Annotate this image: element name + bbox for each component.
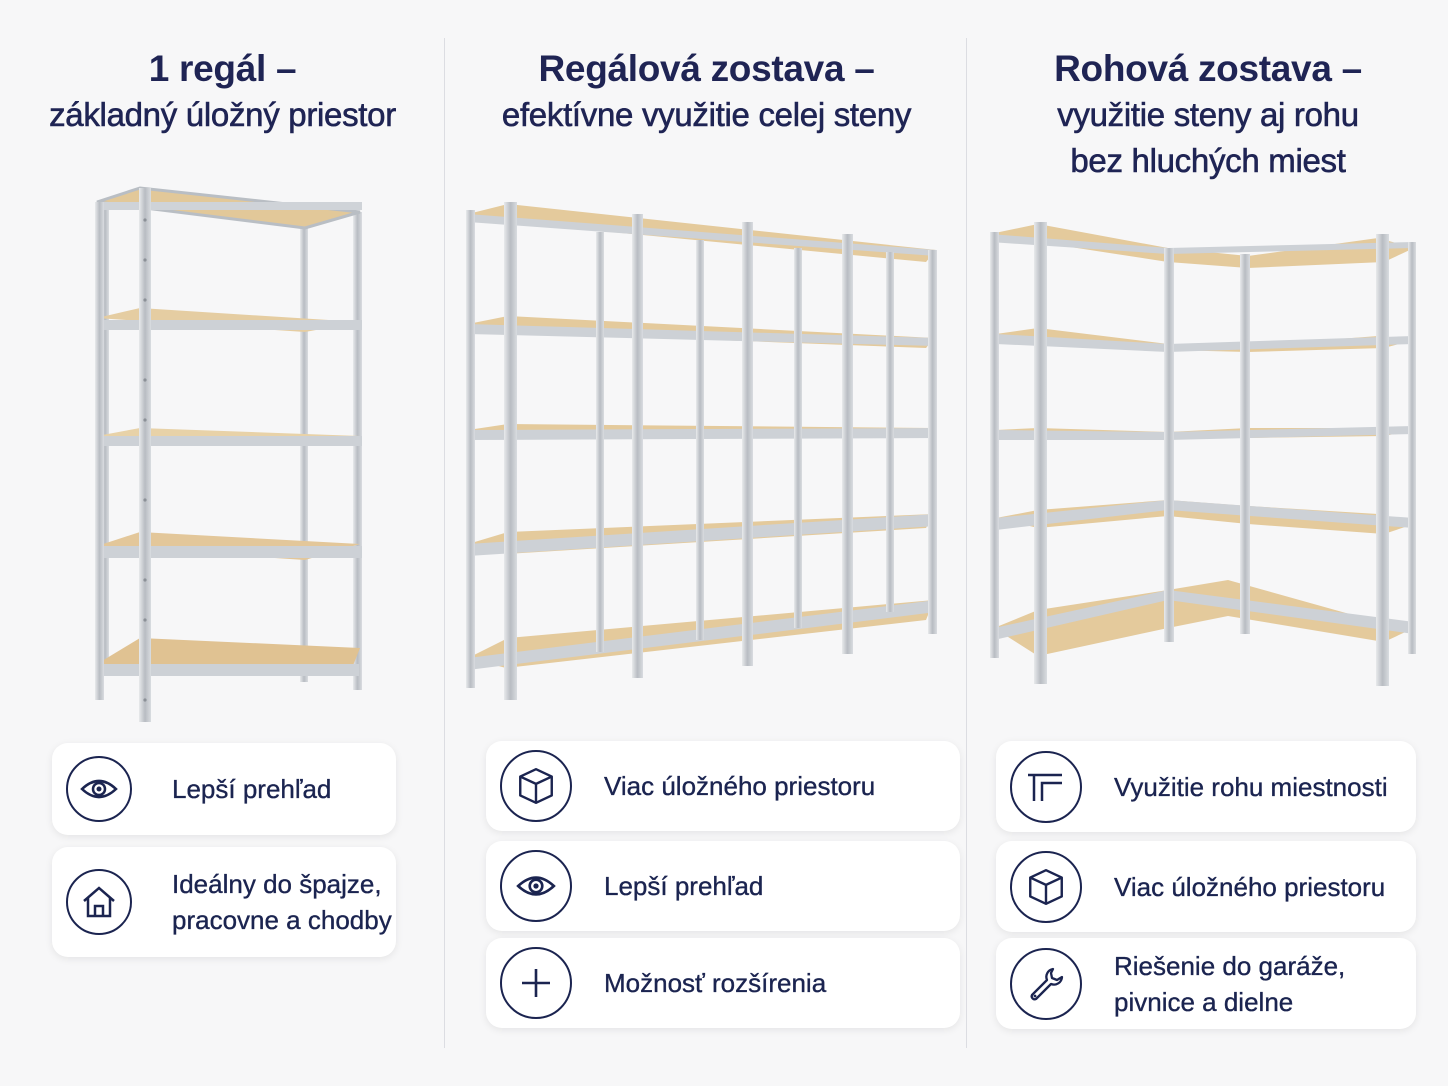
column-title: Rohová zostava – využitie steny aj rohu … bbox=[1054, 48, 1362, 179]
feature-card: Ideálny do špajze, pracovne a chodby bbox=[52, 847, 396, 957]
feature-card: Možnosť rozšírenia bbox=[486, 938, 960, 1028]
feature-label: Využitie rohu miestnosti bbox=[1114, 771, 1388, 802]
feature-card: Riešenie do garáže, pivnice a dielne bbox=[996, 938, 1416, 1029]
feature-label: Ideálny do špajze, pracovne a chodby bbox=[172, 869, 392, 935]
feature-label: Riešenie do garáže, pivnice a dielne bbox=[1114, 950, 1346, 1017]
box-icon bbox=[1010, 850, 1082, 923]
feature-card: Lepší prehľad bbox=[52, 743, 396, 835]
wrench-icon bbox=[1010, 947, 1082, 1020]
feature-label: Viac úložného priestoru bbox=[1114, 871, 1386, 902]
feature-card: Viac úložného priestoru bbox=[486, 741, 960, 831]
house-icon bbox=[66, 869, 132, 935]
shelf-set-column: Regálová zostava – efektívne využitie ce… bbox=[446, 0, 967, 1086]
column-divider bbox=[444, 38, 445, 1048]
column-title: Regálová zostava – efektívne využitie ce… bbox=[501, 48, 912, 133]
feature-card: Lepší prehľad bbox=[486, 841, 960, 931]
plus-icon bbox=[500, 947, 572, 1019]
column-divider bbox=[966, 38, 967, 1048]
corner-set-image bbox=[990, 222, 1416, 686]
single-shelf-image bbox=[95, 186, 362, 722]
eye-icon bbox=[500, 850, 572, 922]
feature-card: Využitie rohu miestnosti bbox=[996, 741, 1416, 832]
feature-label: Lepší prehľad bbox=[604, 871, 764, 901]
feature-label: Možnosť rozšírenia bbox=[604, 968, 827, 998]
corner-set-column: Rohová zostava – využitie steny aj rohu … bbox=[968, 0, 1448, 1086]
eye-icon bbox=[66, 756, 132, 822]
corner-icon bbox=[1010, 750, 1082, 823]
single-shelf-column: 1 regál – základný úložný priestor bbox=[0, 0, 445, 1086]
box-icon bbox=[500, 750, 572, 822]
feature-label: Viac úložného priestoru bbox=[604, 771, 876, 801]
shelf-set-image bbox=[466, 202, 937, 700]
column-title: 1 regál – základný úložný priestor bbox=[49, 48, 397, 133]
feature-label: Lepší prehľad bbox=[172, 774, 332, 804]
feature-card: Viac úložného priestoru bbox=[996, 841, 1416, 932]
